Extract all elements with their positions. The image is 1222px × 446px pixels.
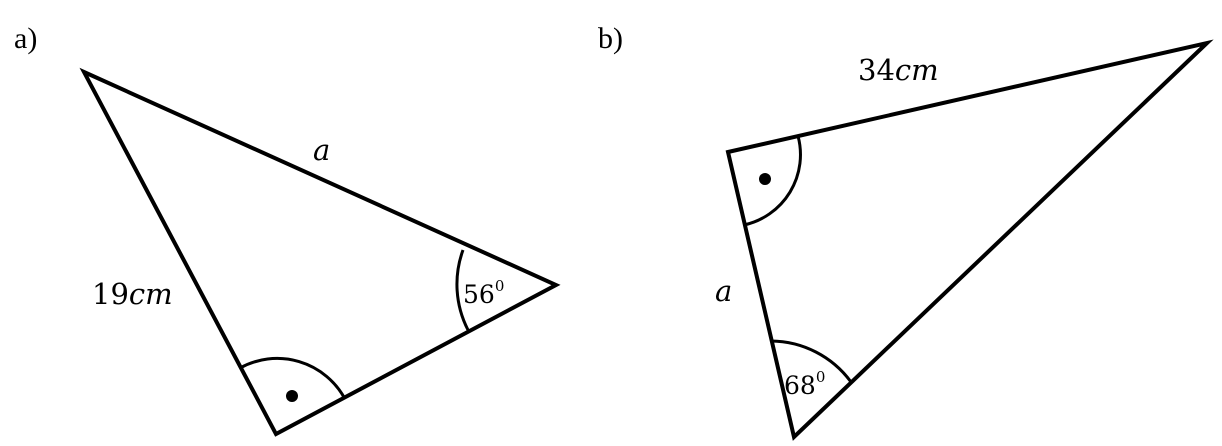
angle-degrees: 68 xyxy=(784,371,816,400)
figure-b: b) 34cm a 680 xyxy=(598,22,1214,441)
angle-arc-56 xyxy=(455,249,470,331)
triangle-b xyxy=(725,39,1214,441)
figure-b-label: b) xyxy=(598,22,623,55)
side-label-19cm: 19cm xyxy=(92,277,173,311)
side-unit: cm xyxy=(895,53,939,87)
side-unit: cm xyxy=(129,277,173,311)
triangle-a xyxy=(79,67,561,437)
angle-sup: 0 xyxy=(495,277,505,295)
marked-angle-arc-b xyxy=(743,135,802,227)
side-number: 19 xyxy=(92,277,129,311)
angle-degrees: 56 xyxy=(463,280,495,309)
side-label-a-left: a xyxy=(715,274,732,308)
angle-arc-68 xyxy=(770,339,853,383)
figure-a-label: a) xyxy=(14,22,37,55)
marked-angle-arc-a xyxy=(239,356,347,400)
angle-dot-b xyxy=(759,173,771,185)
side-label-a-hyp: a xyxy=(313,133,330,167)
angle-dot-a xyxy=(286,390,298,402)
side-number: 34 xyxy=(858,53,895,87)
angle-sup: 0 xyxy=(816,368,826,386)
angle-label-56: 560 xyxy=(463,277,504,309)
figure-a: a) a 19cm 560 xyxy=(14,22,561,437)
angle-label-68: 680 xyxy=(784,368,825,400)
side-label-34cm: 34cm xyxy=(858,53,939,87)
